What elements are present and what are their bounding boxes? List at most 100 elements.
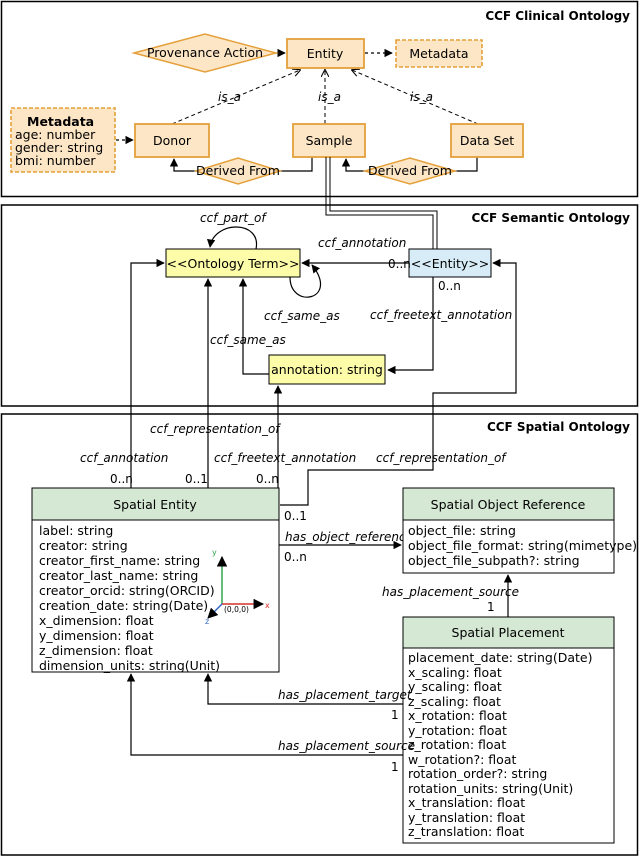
annotation-string-label: annotation: string bbox=[271, 362, 383, 377]
cardinality-label: 0..n bbox=[284, 550, 307, 564]
metadata-detail-title: Metadata bbox=[27, 114, 94, 129]
cardinality-label: 0..n bbox=[388, 257, 411, 271]
clinical-section-title: CCF Clinical Ontology bbox=[485, 9, 630, 23]
is-a-left-label: is_a bbox=[218, 90, 241, 104]
axis-x-label: x bbox=[265, 601, 270, 610]
spatial-entity-field: creator: string bbox=[39, 538, 128, 553]
derived-from-left-arrow bbox=[169, 158, 196, 172]
annotation-spatial-label: ccf_annotation bbox=[80, 451, 168, 465]
derived-from-right-diamond bbox=[362, 157, 458, 185]
donor-label: Donor bbox=[153, 133, 192, 148]
metadata-field: bmi: number bbox=[15, 153, 96, 168]
cardinality-label: 0..1 bbox=[185, 472, 208, 486]
placement-header bbox=[402, 616, 615, 649]
axis-y-label: y bbox=[212, 548, 217, 557]
cardinality-label: 0..1 bbox=[284, 509, 307, 523]
is-a-center-label: is_a bbox=[318, 90, 341, 104]
cardinality-label: 1 bbox=[487, 600, 495, 614]
object-reference-field: object_file_format: string(mimetype) bbox=[408, 538, 637, 553]
placement-field: placement_date: string(Date) bbox=[408, 650, 592, 665]
placement-field: x_scaling: float bbox=[408, 665, 502, 680]
placement-field: z_rotation: float bbox=[408, 737, 506, 752]
spatial-entity-field: x_dimension: float bbox=[39, 613, 154, 628]
same-as-path bbox=[238, 278, 269, 375]
object-reference-title: Spatial Object Reference bbox=[431, 497, 586, 512]
donor-box bbox=[134, 123, 210, 158]
dataset-is-a-arrow bbox=[352, 70, 479, 125]
cardinality-label: 0..n bbox=[438, 279, 461, 293]
has-object-reference-label: has_object_reference bbox=[285, 530, 413, 544]
axis-z-label: z bbox=[205, 617, 209, 626]
cardinality-label: 1 bbox=[391, 760, 399, 774]
cardinality-label: 0..n bbox=[110, 472, 133, 486]
object-reference-field: object_file_subpath?: string bbox=[408, 553, 580, 568]
spatial-section bbox=[0, 413, 639, 856]
metadata-top-label: Metadata bbox=[409, 46, 468, 61]
freetext-annotation-spatial-label: ccf_freetext_annotation bbox=[214, 451, 356, 465]
annotation-to-ontology-arrow bbox=[130, 258, 165, 488]
spatial-entity-field: creation_date: string(Date) bbox=[39, 598, 208, 613]
sample-box bbox=[292, 123, 366, 158]
derived-from-right-path bbox=[455, 157, 478, 172]
clinical-section bbox=[0, 0, 639, 198]
spatial-section-title: CCF Spatial Ontology bbox=[487, 420, 630, 434]
sample-entity-link-inner bbox=[329, 157, 438, 249]
spatial-entity-field: label: string bbox=[39, 523, 113, 538]
derived-from-left-diamond bbox=[193, 157, 283, 185]
sample-label: Sample bbox=[306, 133, 353, 148]
entity-stereotype-box bbox=[408, 248, 492, 278]
spatial-entity-field: y_dimension: float bbox=[39, 628, 154, 643]
spatial-entity-title: Spatial Entity bbox=[113, 497, 197, 512]
object-reference-field: object_file: string bbox=[408, 523, 516, 538]
placement-field: rotation_order?: string bbox=[408, 766, 547, 781]
part-of-label: ccf_part_of bbox=[200, 211, 267, 225]
metadata-field: gender: string bbox=[15, 140, 103, 155]
provenance-action-label: Provenance Action bbox=[147, 45, 263, 60]
spatial-entity-field: creator_last_name: string bbox=[39, 568, 198, 583]
freetext-annotation-path bbox=[387, 277, 434, 375]
ontology-term-box bbox=[165, 248, 301, 278]
metadata-detail-box bbox=[10, 107, 116, 173]
part-of-loop bbox=[206, 226, 257, 250]
metadata-top-box bbox=[395, 39, 483, 68]
spatial-entity-header bbox=[31, 487, 280, 521]
coordinate-axes-icon: y x z (0,0,0) bbox=[205, 548, 270, 626]
entity-label: Entity bbox=[307, 46, 344, 61]
representation-to-entity-arrow bbox=[280, 258, 517, 506]
has-placement-target-label: has_placement_target bbox=[278, 688, 413, 702]
placement-field: w_rotation?: float bbox=[408, 752, 516, 767]
sample-entity-link-outer bbox=[325, 157, 434, 249]
same-as-label: ccf_same_as bbox=[210, 333, 286, 347]
placement-field: z_translation: float bbox=[408, 824, 524, 839]
data-set-box bbox=[450, 123, 524, 158]
placement-field: x_translation: float bbox=[408, 795, 525, 810]
placement-field: x_rotation: float bbox=[408, 708, 507, 723]
placement-field: rotation_units: string(Unit) bbox=[408, 781, 573, 796]
metadata-field: age: number bbox=[15, 127, 96, 142]
annotation-label: ccf_annotation bbox=[318, 236, 406, 250]
placement-title: Spatial Placement bbox=[452, 625, 565, 640]
has-placement-source-bottom-arrow bbox=[126, 673, 403, 756]
has-placement-target-arrow bbox=[203, 673, 403, 705]
entity-box bbox=[286, 38, 365, 69]
data-set-label: Data Set bbox=[460, 133, 514, 148]
derived-from-left-label: Derived From bbox=[196, 163, 280, 178]
cardinality-label: 1 bbox=[391, 708, 399, 722]
placement-field: y_scaling: float bbox=[408, 679, 502, 694]
axis-origin-label: (0,0,0) bbox=[224, 605, 249, 614]
ontology-term-label: <<Ontology Term>> bbox=[167, 256, 300, 271]
spatial-entity-field: creator_first_name: string bbox=[39, 553, 200, 568]
freetext-annotation-label: ccf_freetext_annotation bbox=[370, 308, 512, 322]
is-a-right-label: is_a bbox=[410, 90, 433, 104]
semantic-section bbox=[0, 204, 639, 407]
entity-stereotype-label: <<Entity>> bbox=[411, 256, 489, 271]
derived-from-left-path bbox=[280, 157, 313, 172]
placement-field: y_rotation: float bbox=[408, 723, 507, 738]
representation-of-left-label: ccf_representation_of bbox=[150, 422, 281, 436]
provenance-action-diamond bbox=[131, 33, 279, 73]
semantic-section-title: CCF Semantic Ontology bbox=[471, 211, 630, 225]
annotation-string-box bbox=[268, 354, 386, 385]
derived-from-right-arrow bbox=[341, 158, 365, 172]
has-placement-source-bottom-label: has_placement_source bbox=[278, 739, 415, 753]
